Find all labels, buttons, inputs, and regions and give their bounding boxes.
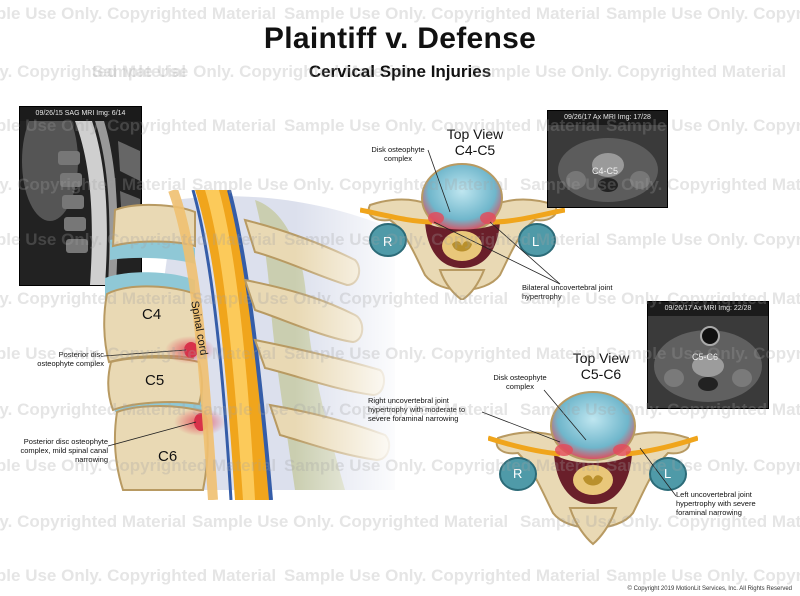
c4c5-disk-label: Disk osteophyte complex <box>371 145 425 163</box>
c5c6-side-r: R <box>513 466 523 481</box>
axial-mri-c5c6-caption: 09/26/17 Ax MRI Img: 22/28 <box>664 305 752 312</box>
c4c5-left-vertebral-artery <box>518 223 556 257</box>
axial-mri-c4c5: 09/26/17 Ax MRI Img: 17/28 C4-C5 <box>547 110 668 208</box>
axial-mri-c4c5-caption: 09/26/17 Ax MRI Img: 17/28 <box>564 114 651 121</box>
sagittal-spine-illustration <box>103 190 405 500</box>
top-view-c5c6-illustration <box>488 391 698 546</box>
c5c6-disc <box>550 391 636 461</box>
page-title: Plaintiff v. Defense <box>263 22 537 55</box>
axial-mri-c5c6: 09/26/17 Ax MRI Img: 22/28 C5-C6 <box>647 301 769 409</box>
c5c6-side-l: L <box>664 466 672 481</box>
vertebra-label-c4: C4 <box>142 306 162 323</box>
c4c5-side-r: R <box>383 234 393 249</box>
top-view-c5c6-title: Top View C5-C6 <box>556 350 646 382</box>
axial-mri-c4c5-scan <box>548 125 667 207</box>
c5c6-disk-label: Disk osteophyte complex <box>493 373 547 391</box>
c5c6-left-label: Left uncovertebral joint hypertrophy wit… <box>676 490 756 517</box>
top-view-c4c5-title-line1: Top View <box>446 126 504 142</box>
c4c5-right-vertebral-artery <box>369 223 407 257</box>
vertebra-label-c5: C5 <box>145 372 165 389</box>
sagittal-mri-scan <box>20 121 141 285</box>
c4c5-bilateral-label: Bilateral uncovertebral joint hypertroph… <box>522 283 613 301</box>
vertebra-label-c6: C6 <box>158 448 178 465</box>
top-view-c4c5-title: Top View C4-C5 <box>430 126 520 158</box>
c4c5-side-l: L <box>532 234 540 249</box>
sagittal-mri-image: 09/26/15 SAG MRI Img: 6/14 <box>19 106 142 286</box>
copyright-notice: © Copyright 2019 MotionLit Services, Inc… <box>627 586 793 592</box>
c5c6-right-vertebral-artery <box>499 457 537 491</box>
page-subtitle: Cervical Spine Injuries <box>308 62 492 81</box>
axial-mri-c5c6-level: C5-C6 <box>692 352 719 362</box>
vertebra-c5 <box>107 356 203 412</box>
axial-mri-c4c5-level: C4-C5 <box>592 166 619 176</box>
c5c6-left-vertebral-artery <box>649 457 687 491</box>
top-view-c4c5-title-line2: C4-C5 <box>454 142 496 158</box>
canal-narrowing-label: Posterior disc osteophyte complex, mild … <box>20 437 108 464</box>
top-view-c5c6-title-line2: C5-C6 <box>580 366 622 382</box>
sagittal-mri-caption: 09/26/15 SAG MRI Img: 6/14 <box>35 110 126 117</box>
axial-mri-c5c6-scan <box>648 316 768 408</box>
top-view-c5c6-title-line1: Top View <box>572 350 630 366</box>
c5c6-right-label: Right uncovertebral joint hypertrophy wi… <box>368 396 466 423</box>
top-view-c4c5-illustration <box>360 163 565 300</box>
posterior-disc-label: Posterior disc osteophyte complex <box>37 350 104 368</box>
